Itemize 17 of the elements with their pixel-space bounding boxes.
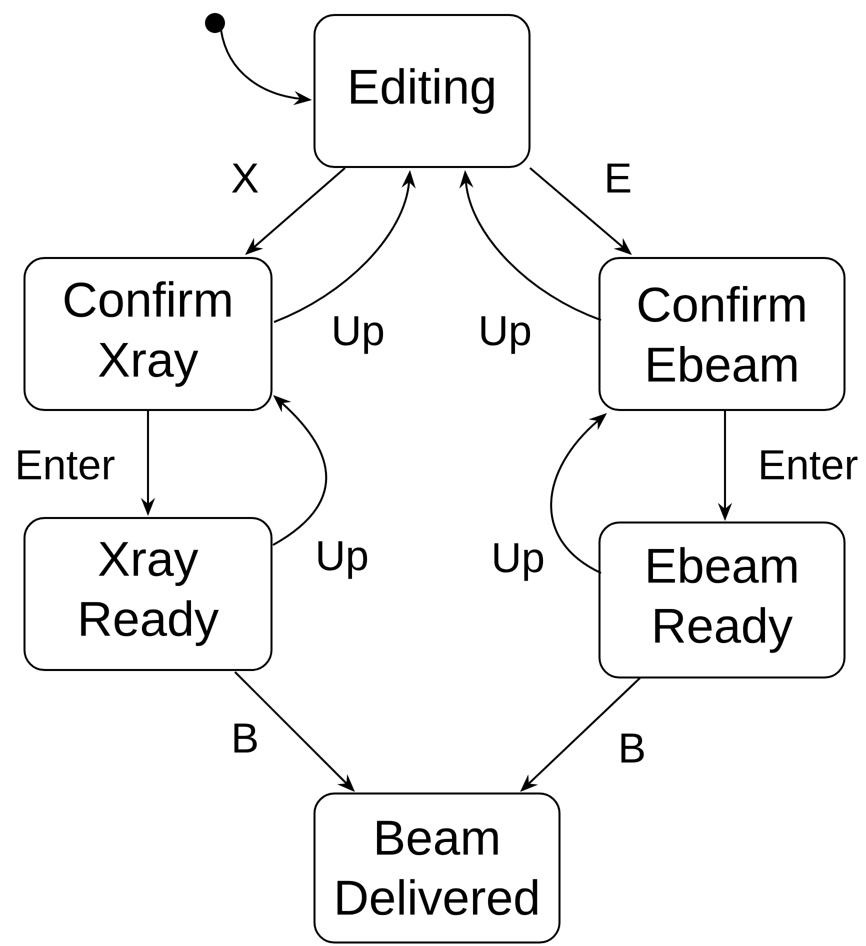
edge-label: X xyxy=(229,162,261,194)
edge-label: Enter xyxy=(12,448,118,482)
edge-label: Enter xyxy=(756,448,860,482)
edge-label: B xyxy=(229,722,261,754)
edge-label: Up xyxy=(329,314,387,356)
edge-label: Up xyxy=(476,314,534,356)
state-box: Editing xyxy=(314,14,530,168)
edge-label: B xyxy=(616,732,648,764)
edge-label: Up xyxy=(313,539,371,581)
edge-label: Up xyxy=(489,541,547,583)
initial-dot xyxy=(205,13,225,33)
state-box: Ebeam Ready xyxy=(598,522,846,678)
edge-label: E xyxy=(602,162,634,194)
state-box: Beam Delivered xyxy=(314,792,560,944)
state-box: Xray Ready xyxy=(24,517,272,671)
state-box: Confirm Xray xyxy=(24,257,272,411)
state-box: Confirm Ebeam xyxy=(598,257,846,411)
